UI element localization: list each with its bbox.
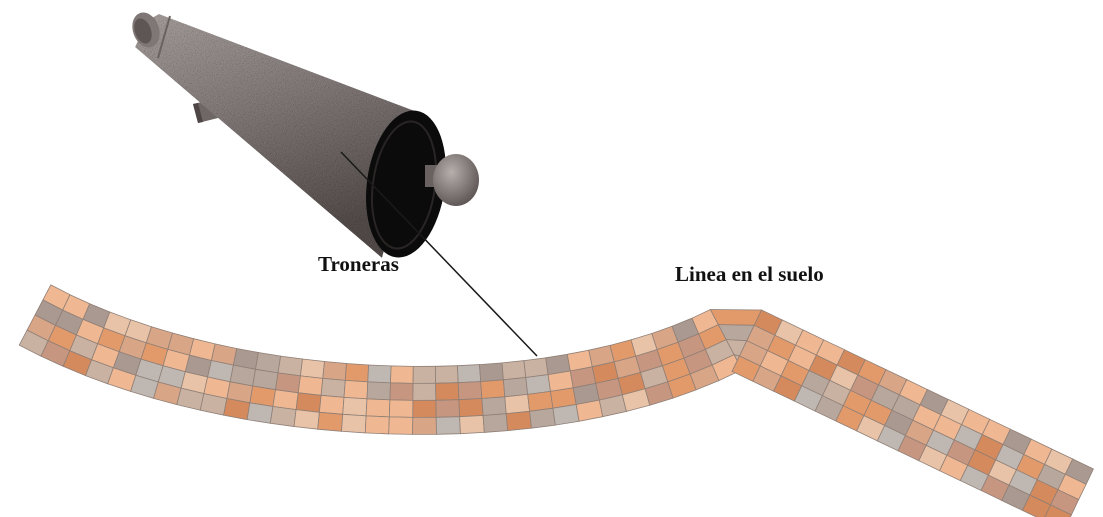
floor-tile — [457, 364, 482, 384]
floor-tile — [318, 394, 345, 415]
floor-tile — [482, 413, 509, 433]
floor-tile — [390, 365, 414, 384]
floor-tile — [501, 360, 527, 381]
floor-tile — [341, 413, 367, 434]
floor-tile — [435, 416, 461, 435]
floor-tile — [434, 365, 459, 384]
floor-tile — [412, 382, 437, 401]
floor-tile — [388, 399, 414, 418]
floor-tile — [365, 398, 391, 418]
floor-tile — [366, 381, 391, 401]
floor-tile — [246, 402, 274, 424]
cannon-icon — [132, 12, 479, 258]
floor-tile — [317, 411, 344, 432]
leader-line — [340, 151, 538, 357]
floor-tile — [435, 399, 461, 418]
floor-tile — [293, 409, 320, 430]
floor-tile — [529, 407, 556, 429]
floor-tile — [479, 362, 504, 383]
floor-tile — [343, 379, 369, 400]
floor-line-tiles — [18, 284, 1094, 517]
floor-tile — [364, 415, 390, 435]
floor-tile — [269, 406, 297, 427]
cannon-knob — [433, 154, 479, 206]
floor-tile — [299, 358, 325, 379]
floor-tile — [523, 357, 549, 378]
label-linea-en-el-suelo: Linea en el suelo — [675, 262, 824, 286]
floor-tile — [480, 379, 506, 399]
floor-tile — [277, 355, 303, 377]
floor-tile — [342, 396, 368, 417]
floor-tile — [295, 392, 322, 413]
floor-tile — [322, 361, 347, 381]
floor-tile — [459, 415, 485, 435]
floor-tile — [435, 382, 460, 401]
floor-tile — [505, 410, 532, 432]
floor-tile — [388, 416, 414, 435]
floor-tile — [223, 398, 251, 421]
floor-tile — [367, 364, 392, 384]
floor-tile — [504, 393, 531, 415]
floor-tile — [525, 374, 551, 395]
floor-tile — [458, 398, 484, 418]
floor-tile — [412, 416, 437, 435]
floor-tile — [389, 382, 414, 401]
floor-tile — [1044, 504, 1072, 517]
label-troneras: Troneras — [318, 252, 399, 276]
floor-tile — [320, 377, 346, 398]
floor-tile — [297, 375, 324, 396]
floor-tile — [344, 363, 370, 383]
floor-tile — [412, 399, 437, 418]
floor-tile — [1021, 494, 1052, 517]
floor-tile — [412, 365, 437, 384]
floor-tile — [481, 396, 507, 416]
floor-tile — [502, 377, 529, 398]
floor-tile — [709, 309, 763, 326]
floor-tile — [457, 381, 483, 401]
cannon-barrel — [135, 14, 420, 258]
floor-tile — [552, 404, 580, 426]
